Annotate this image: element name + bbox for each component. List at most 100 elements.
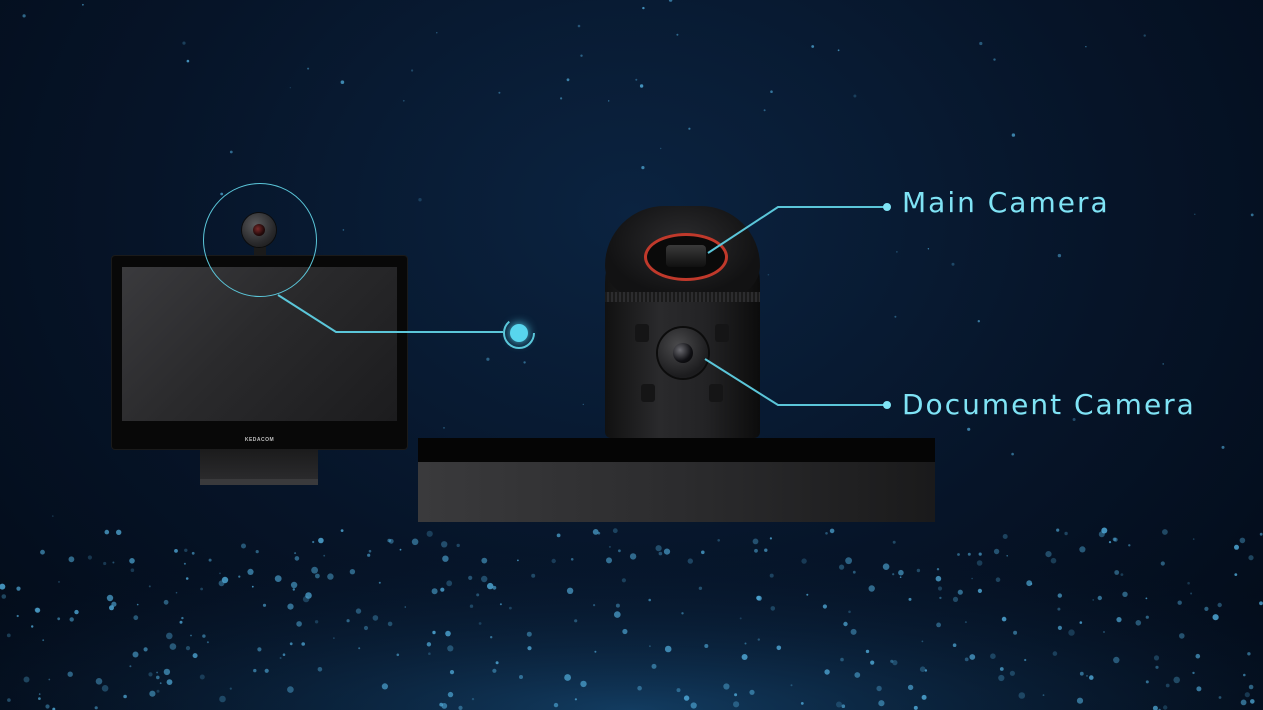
bokeh-particle [825, 532, 828, 535]
bokeh-particle [574, 698, 578, 701]
bokeh-particle [618, 549, 621, 553]
bokeh-particle [995, 577, 1001, 582]
bokeh-particle [112, 561, 115, 564]
bokeh-particle [220, 192, 224, 196]
bokeh-particle [757, 638, 760, 641]
bokeh-particle [40, 549, 45, 555]
bokeh-particle [800, 702, 804, 705]
bokeh-particle [294, 552, 297, 555]
bokeh-particle [660, 147, 662, 150]
bokeh-particle [841, 704, 846, 708]
bokeh-particle [238, 575, 241, 578]
bokeh-particle [1072, 418, 1076, 421]
bokeh-particle [31, 625, 34, 628]
bokeh-particle [282, 653, 286, 656]
bokeh-particle [468, 575, 473, 581]
bokeh-particle [190, 634, 192, 637]
bokeh-particle [440, 587, 445, 592]
bokeh-particle [615, 603, 620, 608]
bokeh-particle [998, 674, 1005, 682]
bokeh-particle [1068, 629, 1075, 636]
bokeh-particle [1248, 555, 1254, 561]
bokeh-particle [287, 603, 294, 610]
bokeh-particle [824, 669, 830, 675]
bokeh-particle [181, 616, 184, 620]
bokeh-particle [894, 315, 897, 318]
bokeh-particle [447, 691, 454, 698]
bokeh-particle [136, 603, 139, 606]
bokeh-particle [247, 568, 254, 576]
bokeh-particle [1194, 213, 1196, 215]
bokeh-particle [446, 580, 453, 587]
bokeh-particle [913, 705, 918, 710]
bokeh-particle [1145, 597, 1148, 600]
bokeh-particle [1057, 625, 1062, 631]
connector-outer-ring [503, 317, 535, 349]
bokeh-particle [1030, 583, 1033, 585]
bokeh-particle [133, 615, 139, 621]
bokeh-particle [754, 548, 758, 553]
webcam-connector-line [277, 294, 503, 333]
bokeh-particle [67, 671, 73, 677]
bokeh-particle [1079, 671, 1084, 676]
bokeh-particle [16, 586, 21, 591]
bokeh-particle [676, 33, 679, 36]
main-camera-label: Main Camera [902, 186, 1110, 219]
main-camera-lens-ring [644, 233, 728, 281]
bokeh-particle [999, 667, 1004, 671]
bokeh-particle [262, 603, 267, 607]
bokeh-particle [770, 90, 773, 93]
bokeh-particle [876, 685, 882, 692]
bokeh-particle [74, 609, 79, 615]
bokeh-particle [1100, 197, 1104, 201]
bokeh-particle [301, 642, 306, 646]
bokeh-particle [38, 697, 41, 700]
bokeh-particle [1052, 651, 1058, 656]
bokeh-particle [221, 576, 229, 584]
bokeh-particle [852, 570, 856, 574]
bokeh-particle [1085, 46, 1087, 48]
bokeh-particle [517, 559, 519, 562]
bokeh-particle [564, 674, 571, 681]
bokeh-particle [608, 100, 610, 102]
bokeh-particle [1056, 528, 1060, 532]
bokeh-particle [481, 575, 488, 583]
bokeh-particle [734, 693, 738, 697]
bokeh-particle [767, 273, 770, 276]
bokeh-particle [566, 78, 570, 82]
bokeh-particle [499, 603, 502, 606]
bokeh-particle [829, 528, 835, 534]
bokeh-particle [498, 91, 501, 94]
bokeh-particle [431, 588, 438, 595]
bokeh-particle [1013, 630, 1018, 635]
bokeh-particle [1042, 694, 1045, 696]
bokeh-particle [570, 558, 574, 561]
bokeh-particle [396, 653, 400, 657]
bokeh-particle [629, 553, 637, 560]
bokeh-particle [163, 599, 169, 605]
bokeh-particle [770, 606, 776, 611]
bokeh-particle [1, 594, 7, 599]
bokeh-particle [936, 568, 940, 571]
bokeh-particle [592, 529, 599, 535]
bokeh-particle [688, 127, 691, 130]
bokeh-particle [733, 701, 740, 708]
bokeh-particle [129, 665, 132, 668]
bokeh-particle [7, 698, 11, 702]
bokeh-particle [1079, 546, 1086, 553]
bokeh-particle [305, 592, 312, 599]
bokeh-particle [687, 558, 693, 564]
bokeh-particle [839, 564, 845, 570]
bokeh-particle [340, 529, 344, 532]
bokeh-particle [854, 672, 861, 678]
bokeh-particle [378, 581, 381, 584]
bokeh-particle [614, 611, 621, 618]
bokeh-particle [179, 620, 183, 624]
bokeh-particle [169, 643, 177, 650]
bokeh-particle [845, 557, 852, 565]
bokeh-particle [658, 551, 663, 556]
monitor-brand-label: KEDACOM [244, 437, 275, 443]
bokeh-particle [1001, 616, 1007, 622]
bokeh-particle [976, 560, 983, 566]
